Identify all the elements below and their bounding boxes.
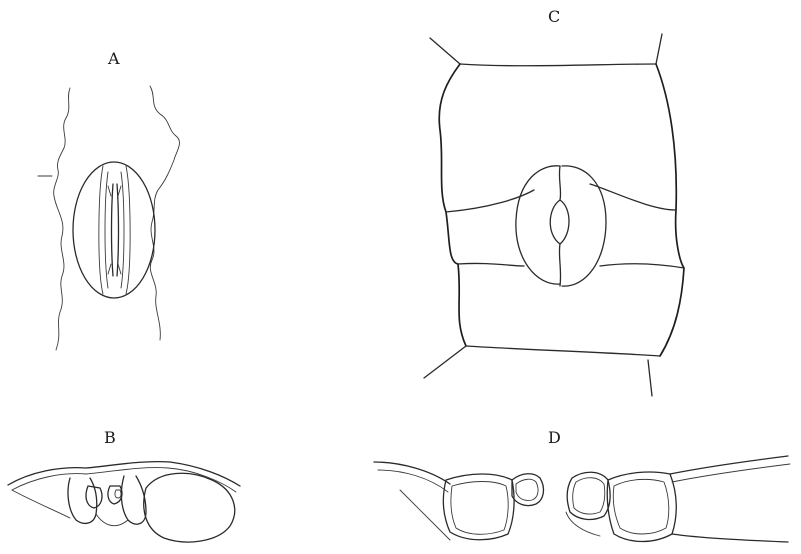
figure-c: C	[424, 7, 684, 396]
figure-b-label: B	[104, 428, 116, 447]
figure-d-label: D	[548, 428, 561, 447]
figure-c-cell-walls	[424, 34, 684, 396]
figure-a: A	[38, 49, 179, 350]
figure-d-right-section	[566, 456, 790, 542]
figure-b-section	[8, 462, 240, 542]
figure-a-stoma	[73, 162, 155, 298]
figure-d-left-section	[374, 462, 543, 540]
figure-d: D	[374, 428, 790, 542]
figure-a-epidermis	[38, 86, 179, 350]
figure-c-label: C	[548, 7, 560, 26]
figure-b: B	[8, 428, 240, 542]
figure-a-label: A	[107, 49, 120, 68]
figure-c-stoma	[516, 166, 606, 286]
